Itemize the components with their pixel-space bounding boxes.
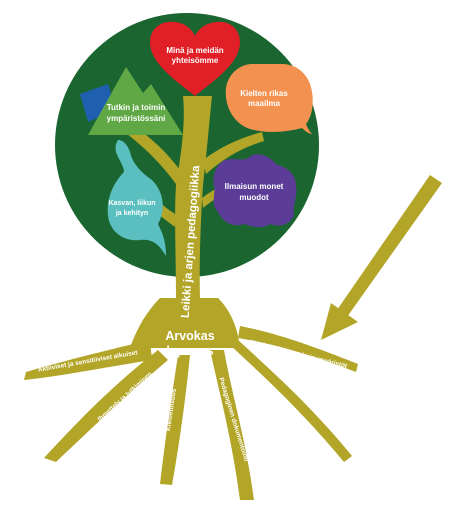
mountain-label-line1: Tutkin ja toimin [107, 103, 166, 112]
drop-text: Kasvan, liikun ja kehityn [108, 200, 155, 217]
mountain-icon [88, 67, 183, 135]
heart-text: Minä ja meidän yhteisömme [166, 46, 223, 65]
heart-label-line2: yhteisömme [172, 56, 219, 65]
blob-label-line2: muodot [239, 193, 269, 202]
heart-label-line1: Minä ja meidän [166, 46, 223, 55]
bubble-label-line2: maailma [248, 99, 281, 108]
bubble-text: Kielten rikas maailma [240, 89, 288, 108]
root-label-line1: Arvokas [165, 329, 214, 343]
blob-text: Ilmaisun monet muodot [225, 182, 284, 202]
blob-label-line1: Ilmaisun monet [225, 182, 284, 191]
water-drop-icon [107, 140, 166, 256]
root-label-line2: lapsuus [166, 344, 213, 358]
mountain-label-line2: ympäristössäni [107, 114, 166, 123]
arrow-icon [321, 175, 442, 340]
bubble-label-line1: Kielten rikas [240, 89, 288, 98]
heart-icon [150, 21, 240, 96]
drop-label-line2: ja kehityn [115, 210, 148, 217]
speech-bubble-icon [225, 64, 313, 134]
tree-roots [24, 298, 358, 500]
root-center-label: Arvokas lapsuus [165, 329, 214, 358]
cloud-blob-icon [213, 154, 297, 228]
mountain-text: Tutkin ja toimin ympäristössäni [107, 103, 166, 123]
drop-label-line1: Kasvan, liikun [108, 200, 155, 207]
